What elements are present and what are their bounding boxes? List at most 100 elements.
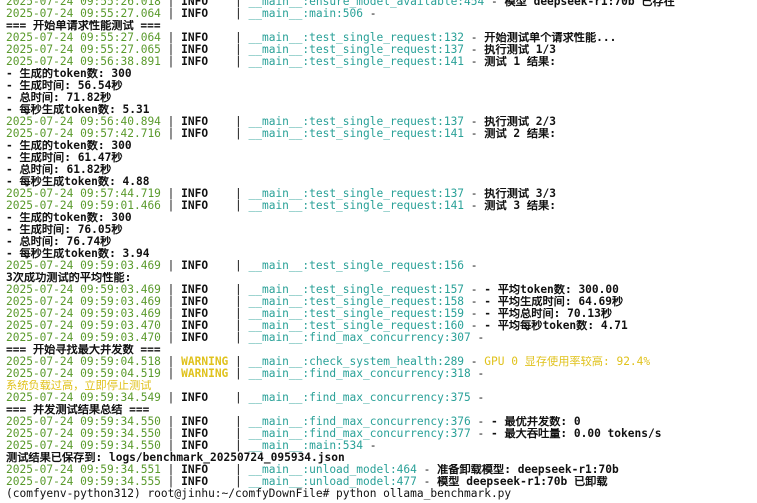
log-separator: | xyxy=(160,128,182,140)
output-text: - 总时间: 76.74秒 xyxy=(6,236,112,248)
log-location: __main__:test_single_request:137 xyxy=(248,44,465,56)
log-level: INFO xyxy=(181,440,209,452)
output-line: - 生成的token数: 300 xyxy=(6,212,757,224)
log-separator: | xyxy=(160,116,182,128)
output-line: 3次成功测试的平均性能: xyxy=(6,272,757,284)
log-separator: | xyxy=(235,32,249,44)
log-separator: - xyxy=(363,440,384,452)
log-level: INFO xyxy=(181,0,209,8)
log-level: WARNING xyxy=(181,368,229,380)
log-separator: - xyxy=(464,320,485,332)
output-text: 系统负载过高，立即停止测试 xyxy=(6,380,152,392)
log-separator: - xyxy=(416,476,438,488)
log-line: 2025-07-24 09:56:38.891 | INFO| __main__… xyxy=(6,56,757,68)
log-separator: | xyxy=(160,200,182,212)
log-line: 2025-07-24 09:59:34.549 | INFO| __main__… xyxy=(6,392,757,404)
output-line: - 生成的token数: 300 xyxy=(6,140,757,152)
log-line: 2025-07-24 09:59:34.550 | INFO| __main__… xyxy=(6,428,757,440)
log-timestamp: 2025-07-24 09:55:26.018 xyxy=(6,0,161,8)
log-line: 2025-07-24 09:59:03.469 | INFO| __main__… xyxy=(6,308,757,320)
log-location: __main__:find_max_concurrency:377 xyxy=(248,428,471,440)
log-separator: - xyxy=(416,464,438,476)
log-message: 模型 deepseek-r1:70b 已卸载 xyxy=(437,476,608,488)
log-separator: | xyxy=(235,200,249,212)
log-timestamp: 2025-07-24 09:59:34.550 xyxy=(6,440,161,452)
log-separator: | xyxy=(235,260,249,272)
log-message: 开始测试单个请求性能... xyxy=(484,32,617,44)
log-level: INFO xyxy=(181,284,209,296)
log-timestamp: 2025-07-24 09:59:34.550 xyxy=(6,428,161,440)
log-level: INFO xyxy=(181,188,209,200)
log-line: 2025-07-24 09:59:01.466 | INFO| __main__… xyxy=(6,200,757,212)
log-location: __main__:check_system_health:289 xyxy=(248,356,465,368)
log-separator: - xyxy=(470,368,491,380)
output-text: - 每秒生成token数: 3.94 xyxy=(6,248,150,260)
log-separator: | xyxy=(160,440,182,452)
log-level: INFO xyxy=(181,128,209,140)
log-message: 模型 deepseek-r1:70b 已存在 xyxy=(504,0,675,8)
log-location: __main__:test_single_request:160 xyxy=(248,320,465,332)
log-message: 准备卸载模型: deepseek-r1:70b xyxy=(437,464,619,476)
log-line: 2025-07-24 09:59:04.519 | WARNING| __mai… xyxy=(6,368,757,380)
log-level: INFO xyxy=(181,464,209,476)
log-separator: | xyxy=(235,128,249,140)
log-line: 2025-07-24 09:57:44.719 | INFO| __main__… xyxy=(6,188,757,200)
log-separator: - xyxy=(464,356,485,368)
log-separator: | xyxy=(160,260,182,272)
output-text: - 每秒生成token数: 5.31 xyxy=(6,104,150,116)
log-timestamp: 2025-07-24 09:55:27.064 xyxy=(6,32,161,44)
log-location: __main__:test_single_request:158 xyxy=(248,296,465,308)
log-message: - 平均每秒token数: 4.71 xyxy=(484,320,628,332)
log-separator: | xyxy=(160,476,182,488)
output-line: === 开始单请求性能测试 === xyxy=(6,20,757,32)
log-line: 2025-07-24 09:55:26.018 | INFO| __main__… xyxy=(6,0,757,8)
log-separator: | xyxy=(235,116,249,128)
output-text: - 总时间: 61.82秒 xyxy=(6,164,112,176)
log-separator: - xyxy=(470,392,491,404)
log-separator: | xyxy=(160,8,182,20)
log-location: __main__:find_max_concurrency:375 xyxy=(248,392,471,404)
log-timestamp: 2025-07-24 09:59:03.469 xyxy=(6,260,161,272)
shell-prompt: (comfyenv-python312) root@jinhu:~/comfyD… xyxy=(6,488,757,500)
log-line: 2025-07-24 09:59:34.550 | INFO| __main__… xyxy=(6,440,757,452)
log-location: __main__:find_max_concurrency:307 xyxy=(248,332,471,344)
log-separator: | xyxy=(160,188,182,200)
log-separator: | xyxy=(235,476,249,488)
log-timestamp: 2025-07-24 09:59:34.549 xyxy=(6,392,161,404)
log-location: __main__:test_single_request:137 xyxy=(248,116,465,128)
log-timestamp: 2025-07-24 09:55:27.064 xyxy=(6,8,161,20)
log-separator: | xyxy=(235,392,249,404)
output-line: - 每秒生成token数: 3.94 xyxy=(6,248,757,260)
log-separator: | xyxy=(160,392,182,404)
log-separator: | xyxy=(160,284,182,296)
log-line: 2025-07-24 09:59:34.551 | INFO| __main__… xyxy=(6,464,757,476)
log-separator: | xyxy=(235,416,249,428)
output-text: === 并发测试结果总结 === xyxy=(6,404,150,416)
log-separator: - xyxy=(464,200,485,212)
log-location: __main__:main:506 xyxy=(248,8,364,20)
log-timestamp: 2025-07-24 09:59:03.469 xyxy=(6,296,161,308)
log-separator: | xyxy=(160,416,182,428)
log-separator: | xyxy=(235,44,249,56)
log-separator: - xyxy=(470,332,491,344)
log-level: INFO xyxy=(181,332,209,344)
log-separator: | xyxy=(160,368,182,380)
log-separator: - xyxy=(464,56,485,68)
log-location: __main__:unload_model:464 xyxy=(248,464,417,476)
log-separator: | xyxy=(160,320,182,332)
output-line: 系统负载过高，立即停止测试 xyxy=(6,380,757,392)
log-separator: | xyxy=(235,332,249,344)
log-separator: - xyxy=(464,44,485,56)
log-separator: | xyxy=(160,428,182,440)
log-timestamp: 2025-07-24 09:59:03.469 xyxy=(6,308,161,320)
output-text: - 生成的token数: 300 xyxy=(6,68,132,80)
log-separator: - xyxy=(464,32,485,44)
log-location: __main__:test_single_request:157 xyxy=(248,284,465,296)
log-timestamp: 2025-07-24 09:55:27.065 xyxy=(6,44,161,56)
log-message: - 最优并发数: 0 xyxy=(491,416,581,428)
log-timestamp: 2025-07-24 09:57:44.719 xyxy=(6,188,161,200)
output-line: - 总时间: 76.74秒 xyxy=(6,236,757,248)
output-text: - 生成的token数: 300 xyxy=(6,212,132,224)
log-separator: | xyxy=(235,356,249,368)
log-message: - 平均生成时间: 64.69秒 xyxy=(484,296,624,308)
